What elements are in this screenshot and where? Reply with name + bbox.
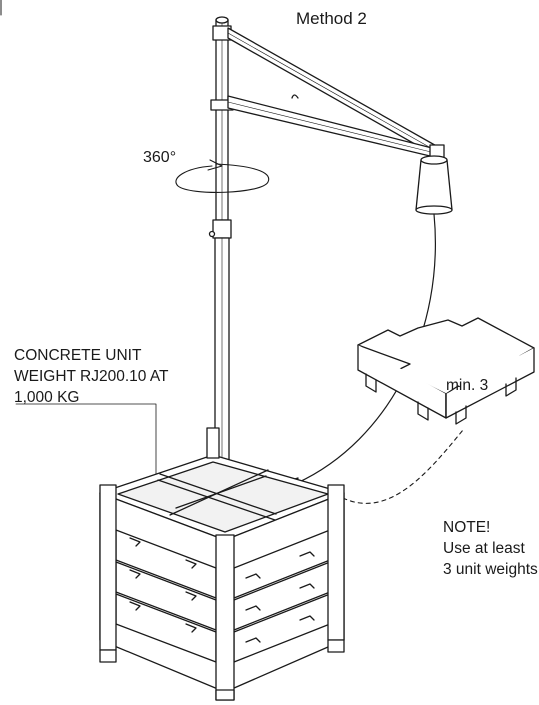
weight-leader-line (15, 403, 157, 484)
mast-upper (210, 16, 234, 221)
unit-weight-line-2: WEIGHT RJ200.10 AT (14, 368, 169, 385)
mast-coupling (208, 219, 232, 239)
note-line-2: 3 unit weights (443, 561, 538, 578)
base-frame (99, 427, 345, 701)
method-title: Method 2 (296, 9, 367, 28)
unit-weight-line-3: 1,000 KG (14, 389, 80, 406)
jib-upper-arm (227, 27, 441, 157)
note-heading: NOTE! (443, 519, 491, 536)
dashed-connector (342, 429, 464, 504)
rotation-label: 360° (143, 149, 177, 166)
unit-weight-label: CONCRETE UNIT WEIGHT RJ200.10 AT 1,000 K… (14, 345, 168, 408)
note-block: NOTE! Use at least 3 unit weights (443, 517, 538, 580)
unit-weight-line-1: CONCRETE UNIT (14, 347, 142, 364)
min-quantity-label: min. 3 (446, 377, 489, 394)
hoist-bucket (415, 155, 453, 215)
note-line-1: Use at least (443, 540, 525, 557)
rotation-arrow (175, 159, 270, 193)
concrete-unit-weight (357, 317, 535, 425)
